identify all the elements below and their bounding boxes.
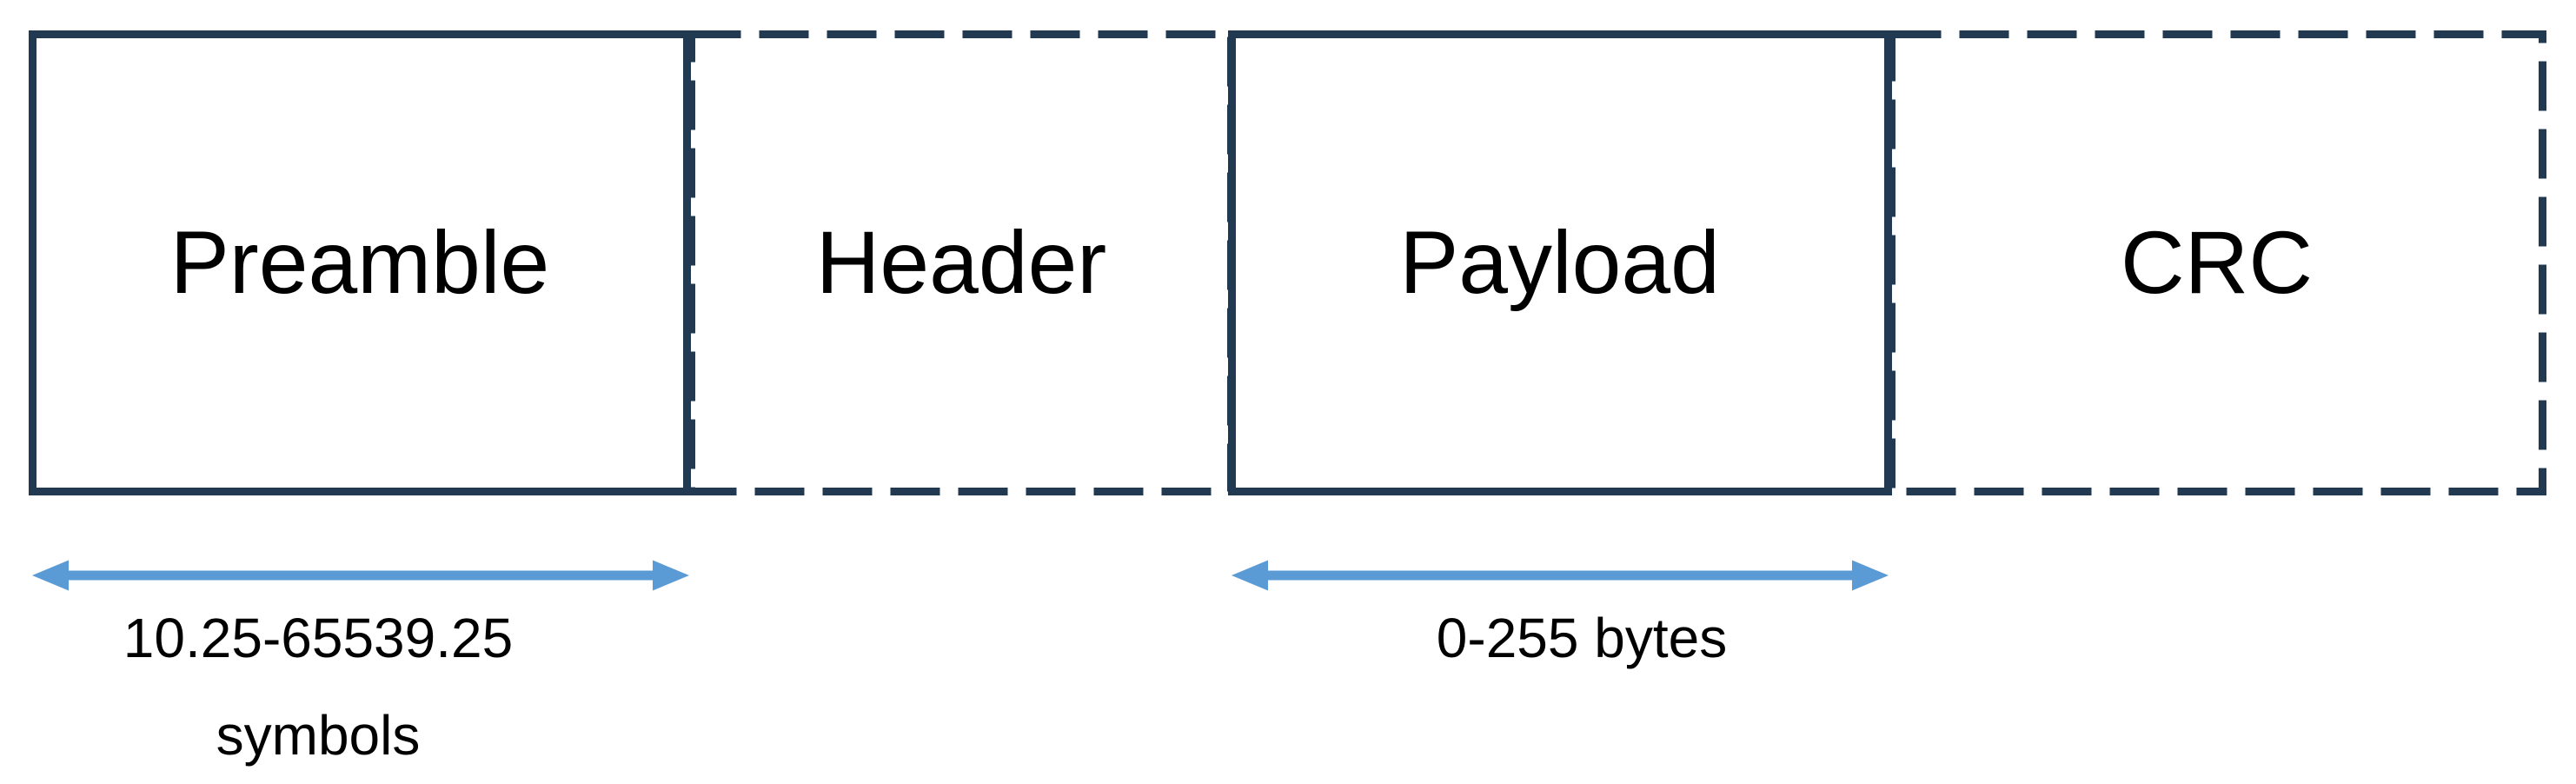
crc-box-label: CRC: [2121, 213, 2313, 312]
payload-width-arrow: [1232, 560, 1889, 591]
preamble-size-unit: symbols: [216, 704, 421, 767]
preamble-box-label: Preamble: [169, 213, 550, 312]
payload-size-range: 0-255 bytes: [1436, 607, 1728, 669]
preamble-size-range: 10.25-65539.25: [123, 607, 514, 669]
payload-box-label: Payload: [1399, 213, 1720, 312]
crc-box: CRC: [1888, 30, 2546, 495]
preamble-width-arrow: [32, 560, 689, 591]
preamble-box-border: [29, 30, 691, 495]
payload-box-border: [1228, 30, 1892, 495]
preamble-box: Preamble: [29, 30, 691, 495]
payload-size-annotation: 0-255 bytes: [1437, 589, 1727, 687]
header-box: Header: [691, 30, 1232, 495]
preamble-size-annotation: 10.25-65539.25 symbols: [123, 589, 513, 784]
payload-box: Payload: [1228, 30, 1891, 495]
header-box-label: Header: [815, 213, 1107, 312]
